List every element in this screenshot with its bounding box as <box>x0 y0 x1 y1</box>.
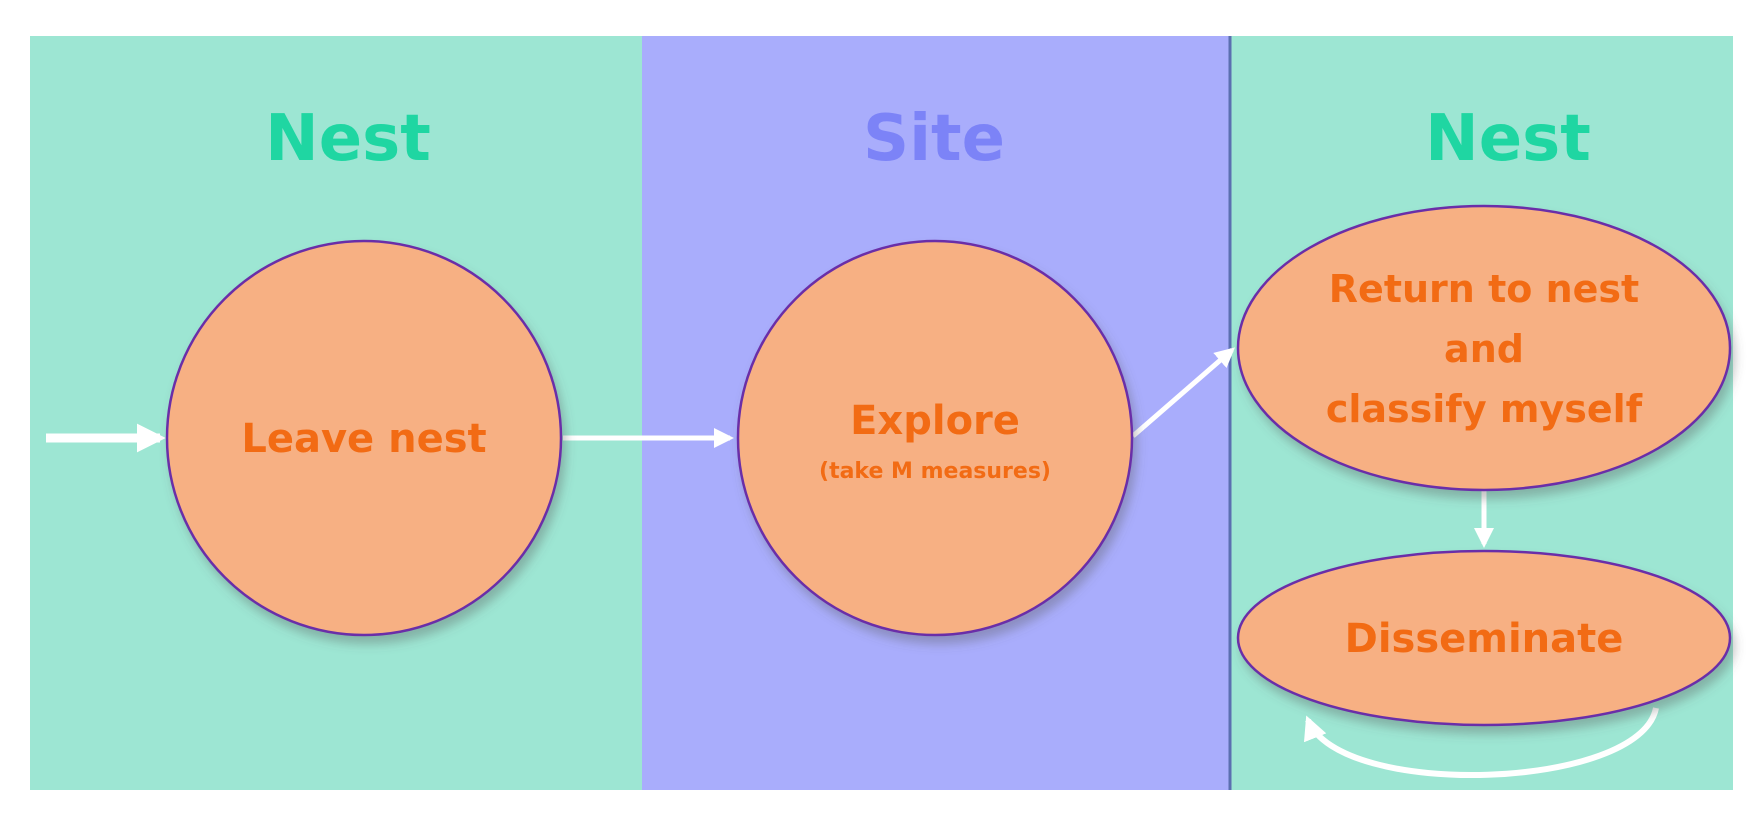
node-explore-label: Explore <box>850 398 1020 444</box>
node-explore-sublabel: (take M measures) <box>819 459 1051 484</box>
region-title-nest-left: Nest <box>265 102 431 176</box>
node-return-classify-line-2: and <box>1444 327 1524 371</box>
disseminate-self-loop-arrow <box>1304 707 1659 778</box>
node-return-classify <box>1236 204 1732 492</box>
node-disseminate-label: Disseminate <box>1345 616 1624 662</box>
region-title-nest-right: Nest <box>1425 102 1591 176</box>
node-return-classify-line-1: Return to nest <box>1329 267 1639 311</box>
node-explore <box>736 239 1134 637</box>
region-title-site: Site <box>863 102 1005 176</box>
node-return-classify-line-3: classify myself <box>1326 387 1643 431</box>
node-leave-nest-label: Leave nest <box>241 416 486 462</box>
arrow-explore-to-return <box>1131 347 1236 438</box>
node-leave-nest <box>165 239 563 637</box>
node-disseminate <box>1236 549 1732 727</box>
